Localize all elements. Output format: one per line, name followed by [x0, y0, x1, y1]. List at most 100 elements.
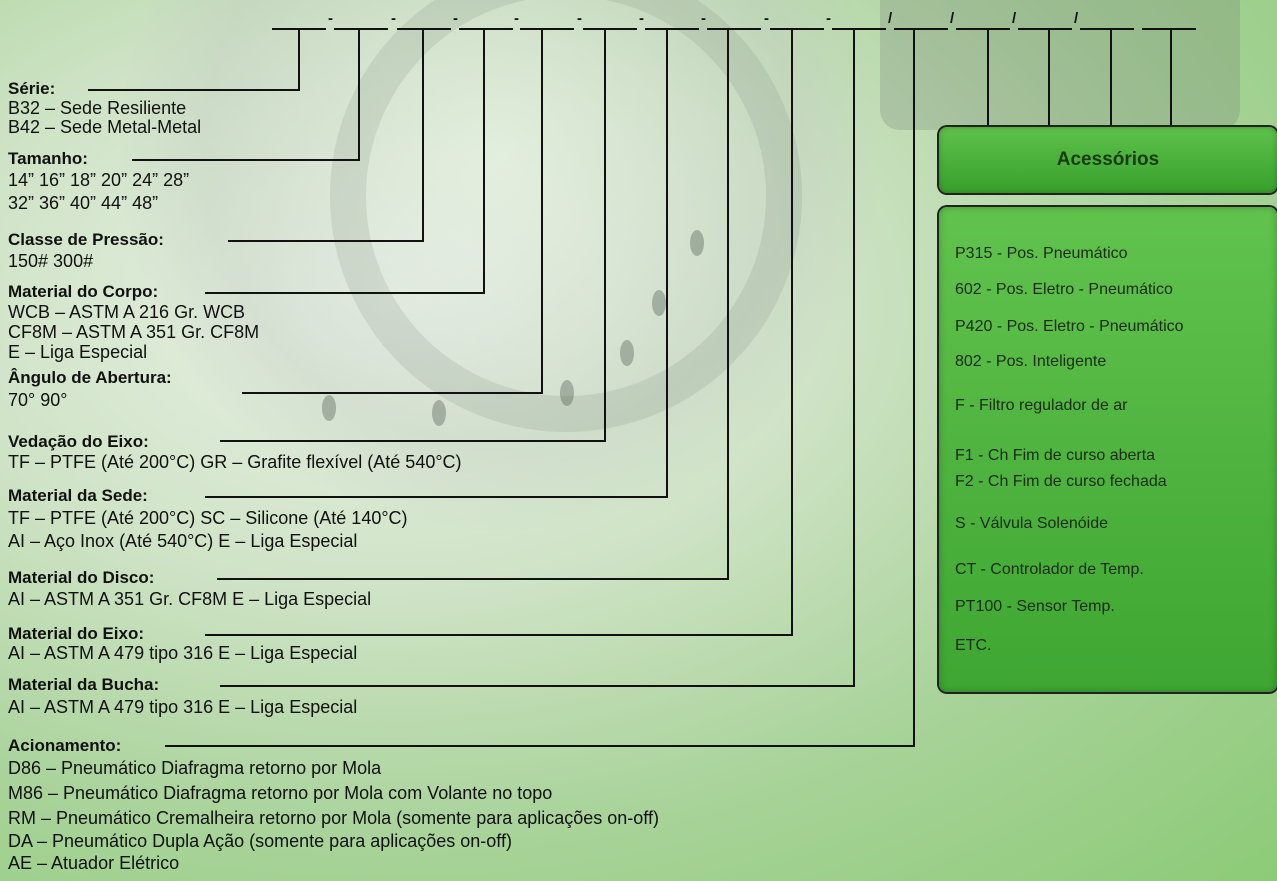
accessory-item: F - Filtro regulador de ar	[955, 397, 1128, 414]
section-option: WCB – ASTM A 216 Gr. WCB	[8, 302, 246, 322]
section-heading: Tamanho:	[8, 149, 88, 168]
leader-line	[165, 745, 915, 747]
leader-stem	[483, 28, 485, 294]
section-option: AI – ASTM A 479 tipo 316 E – Liga Especi…	[8, 643, 358, 663]
section-option: TF – PTFE (Até 200°C) GR – Grafite flexí…	[8, 452, 462, 472]
leader-stem	[913, 28, 915, 747]
section-option: DA – Pneumático Dupla Ação (somente para…	[8, 831, 512, 851]
section-option: AE – Atuador Elétrico	[8, 853, 180, 873]
code-separator: -	[391, 10, 396, 27]
flange-bolt-hole	[652, 290, 666, 316]
code-slot	[1142, 28, 1196, 30]
section-heading: Material da Sede:	[8, 486, 148, 505]
leader-line	[220, 685, 855, 687]
section-heading: Material do Eixo:	[8, 624, 145, 643]
code-slot	[770, 28, 824, 30]
code-slot	[894, 28, 948, 30]
section-option: M86 – Pneumático Diafragma retorno por M…	[8, 783, 553, 803]
accessory-item: 602 - Pos. Eletro - Pneumático	[955, 281, 1173, 298]
accessories-list-box: P315 - Pos. Pneumático 602 - Pos. Eletro …	[939, 207, 1277, 692]
accessory-stem	[987, 28, 989, 127]
code-separator: /	[950, 10, 955, 27]
code-slot	[645, 28, 699, 30]
code-slot	[459, 28, 513, 30]
leader-stem	[791, 28, 793, 636]
leader-line	[88, 89, 300, 91]
section-option: 150# 300#	[8, 251, 94, 271]
leader-line	[220, 440, 606, 442]
leader-stem	[853, 28, 855, 687]
section-heading: Ângulo de Abertura:	[8, 368, 172, 387]
accessory-item: 802 - Pos. Inteligente	[955, 353, 1107, 370]
actuator-background-shape	[880, 0, 1240, 130]
code-slot	[397, 28, 451, 30]
leader-stem	[604, 28, 606, 442]
accessories-title: Acessórios	[1056, 149, 1160, 170]
section-heading: Material do Disco:	[8, 568, 155, 587]
section-option: TF – PTFE (Até 200°C) SC – Silicone (Até…	[8, 508, 408, 528]
leader-line	[132, 159, 360, 161]
code-slot	[956, 28, 1010, 30]
code-separator: -	[514, 10, 519, 27]
code-separator: -	[826, 10, 831, 27]
code-slot	[832, 28, 886, 30]
section-option: B42 – Sede Metal-Metal	[8, 117, 202, 137]
section-option: AI – ASTM A 351 Gr. CF8M E – Liga Especi…	[8, 589, 372, 609]
code-slot	[334, 28, 388, 30]
leader-stem	[666, 28, 668, 498]
leader-line	[205, 496, 668, 498]
section-heading: Série:	[8, 79, 56, 98]
section-option: RM – Pneumático Cremalheira retorno por …	[8, 808, 659, 828]
accessory-stem	[1110, 28, 1112, 127]
code-slot	[520, 28, 574, 30]
leader-line	[205, 292, 485, 294]
section-option: CF8M – ASTM A 351 Gr. CF8M	[8, 322, 260, 342]
accessory-item: F1 - Ch Fim de curso aberta	[955, 447, 1156, 464]
accessory-stem	[1170, 28, 1172, 127]
section-option: AI – ASTM A 479 tipo 316 E – Liga Especi…	[8, 697, 358, 717]
section-option: B32 – Sede Resiliente	[8, 98, 187, 118]
section-heading: Acionamento:	[8, 736, 122, 755]
code-slot	[583, 28, 637, 30]
section-option: 14” 16” 18” 20” 24” 28”	[8, 170, 190, 190]
section-heading: Vedação do Eixo:	[8, 432, 149, 451]
accessory-item: PT100 - Sensor Temp.	[955, 598, 1115, 615]
section-option: D86 – Pneumático Diafragma retorno por M…	[8, 758, 382, 778]
accessory-stem	[1048, 28, 1050, 127]
flange-bolt-hole	[620, 340, 634, 366]
code-separator: -	[328, 10, 333, 27]
code-separator: -	[639, 10, 644, 27]
leader-line	[242, 392, 543, 394]
leader-stem	[298, 28, 300, 91]
section-option: AI – Aço Inox (Até 540°C) E – Liga Espec…	[8, 531, 358, 551]
flange-bolt-hole	[690, 230, 704, 256]
section-option: E – Liga Especial	[8, 342, 148, 362]
flange-bolt-hole	[560, 380, 574, 406]
accessory-item: P315 - Pos. Pneumático	[955, 245, 1128, 262]
code-slot	[1018, 28, 1072, 30]
code-separator: -	[453, 10, 458, 27]
leader-stem	[727, 28, 729, 580]
accessory-item: F2 - Ch Fim de curso fechada	[955, 473, 1167, 490]
code-separator: /	[1074, 10, 1079, 27]
accessory-item: P420 - Pos. Eletro - Pneumático	[955, 318, 1184, 335]
leader-stem	[358, 28, 360, 161]
accessory-item: S - Válvula Solenóide	[955, 515, 1108, 532]
valve-flange-ring	[330, 0, 802, 432]
code-slot	[707, 28, 761, 30]
accessory-item: CT - Controlador de Temp.	[955, 561, 1144, 578]
section-heading: Material do Corpo:	[8, 282, 159, 301]
section-heading: Material da Bucha:	[8, 675, 160, 694]
code-separator: /	[888, 10, 893, 27]
model-code-strip: ---------////	[0, 0, 1277, 40]
accessories-header-box: Acessórios	[939, 127, 1277, 193]
flange-bolt-hole	[322, 395, 336, 421]
leader-line	[205, 634, 793, 636]
code-separator: -	[577, 10, 582, 27]
leader-stem	[541, 28, 543, 394]
flange-bolt-hole	[432, 400, 446, 426]
code-separator: -	[764, 10, 769, 27]
leader-stem	[422, 28, 424, 242]
leader-line	[217, 578, 729, 580]
accessory-item: ETC.	[955, 637, 992, 654]
